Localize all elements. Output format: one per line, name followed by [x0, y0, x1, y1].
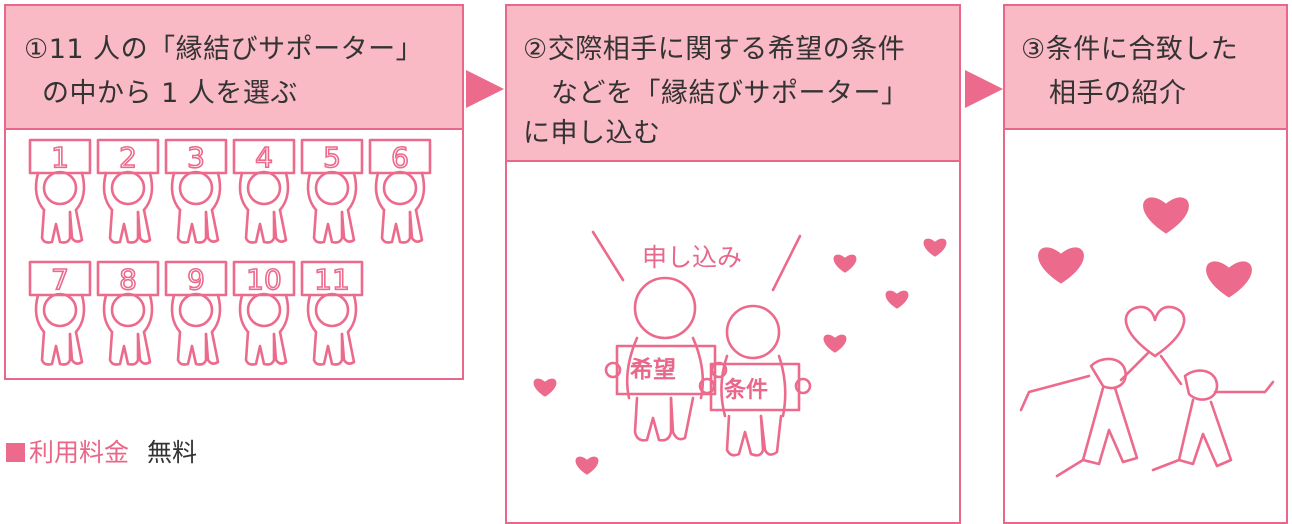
heart-icon: [1143, 197, 1189, 234]
supporter-number: 3: [187, 141, 205, 174]
heart-icon: [823, 334, 847, 353]
heart-icon: [533, 378, 557, 397]
heart-icon: [885, 290, 909, 309]
heart-icon: [923, 238, 947, 257]
supporter-9: 9: [164, 260, 228, 366]
step3-header: ③条件に合致した 相手の紹介: [1005, 6, 1286, 130]
heart-icon: [1206, 261, 1252, 298]
sign-condition: 条件: [724, 378, 769, 403]
supporter-number: 9: [187, 263, 205, 296]
step1-panel: ①11 人の「縁結びサポーター」 の中から 1 人を選ぶ: [4, 4, 464, 380]
arrow-2-3: [965, 70, 1003, 108]
arrow-1-2: [466, 70, 504, 108]
supporter-5: 5: [300, 138, 364, 244]
supporter-8: 8: [96, 260, 160, 366]
fee-line: 利用料金無料: [6, 438, 197, 468]
heart-icon: [575, 456, 599, 475]
supporter-3: 3: [164, 138, 228, 244]
sign-wish: 希望: [630, 357, 676, 383]
step2-title-line2: などを「縁結びサポーター」: [551, 78, 909, 109]
heart-icon: [1038, 247, 1084, 284]
step2-title-line1: ②交際相手に関する希望の条件: [523, 34, 906, 65]
supporter-figures: 1 2 3 4 5 6 7 8 9 10 11: [28, 138, 432, 366]
application-illustration: [533, 230, 947, 475]
application-label: 申し込み: [642, 243, 743, 272]
step2-panel: ②交際相手に関する希望の条件 などを「縁結びサポーター」 に申し込む: [505, 4, 961, 524]
heart-icon: [833, 254, 857, 273]
supporter-10: 10: [232, 260, 296, 366]
step1-header: ①11 人の「縁結びサポーター」 の中から 1 人を選ぶ: [6, 6, 462, 130]
supporter-6: 6: [368, 138, 432, 244]
fee-label: 利用料金: [29, 438, 130, 467]
supporter-2: 2: [96, 138, 160, 244]
supporter-11: 11: [300, 260, 364, 366]
supporter-number: 5: [323, 141, 341, 174]
supporter-number: 10: [246, 263, 282, 296]
step3-title-line1: ③条件に合致した: [1021, 34, 1239, 65]
step2-title-line3: に申し込む: [523, 118, 661, 149]
supporter-number: 11: [314, 263, 350, 296]
supporter-4: 4: [232, 138, 296, 244]
step1-title-line2: の中から 1 人を選ぶ: [42, 78, 298, 109]
supporter-number: 4: [255, 141, 273, 174]
step2-header: ②交際相手に関する希望の条件 などを「縁結びサポーター」 に申し込む: [507, 6, 959, 162]
supporter-1: 1: [28, 138, 92, 244]
step1-title-line1: ①11 人の「縁結びサポーター」: [24, 34, 424, 65]
condition-figure: [698, 304, 812, 457]
fee-value: 無料: [147, 438, 198, 467]
supporter-7: 7: [28, 260, 92, 366]
supporter-number: 2: [119, 141, 137, 174]
supporter-number: 8: [119, 263, 137, 296]
couple-illustration: [1019, 197, 1275, 478]
supporter-number: 6: [391, 141, 409, 174]
step3-title-line2: 相手の紹介: [1049, 78, 1187, 109]
supporter-number: 1: [51, 141, 69, 174]
applicant-figure: [604, 276, 728, 442]
bullet-square-icon: [6, 443, 25, 462]
supporter-number: 7: [51, 263, 69, 296]
